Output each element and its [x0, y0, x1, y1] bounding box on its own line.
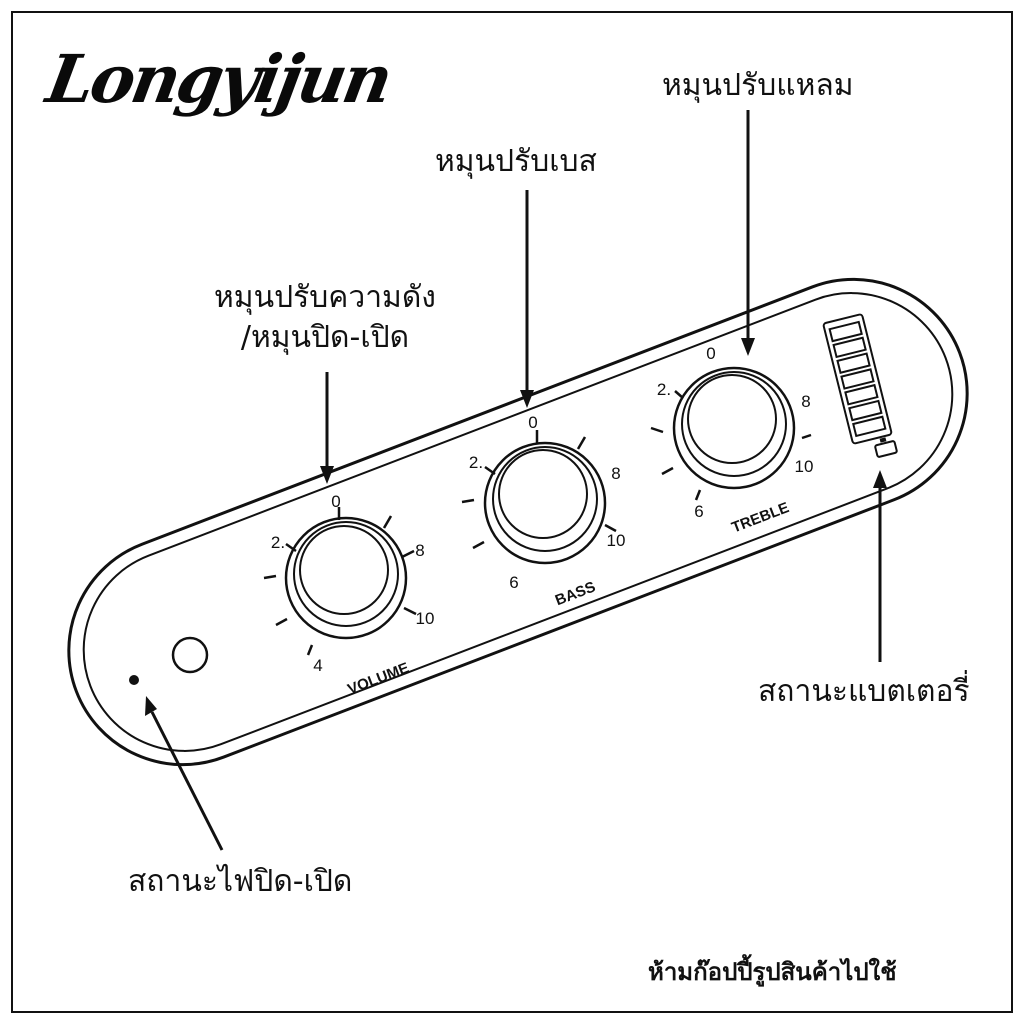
volume-tick-label-2: 2. [271, 533, 285, 552]
battery-segment [840, 368, 875, 390]
volume-tick [263, 574, 277, 580]
power-callout: สถานะไฟปิด-เปิด [128, 864, 353, 899]
battery-callout: สถานะแบตเตอรี่ [758, 674, 970, 709]
volume-knob-cap [299, 525, 389, 615]
bass-tick [472, 540, 485, 550]
treble-tick-marks [650, 390, 812, 501]
panel-inner-outline [82, 292, 954, 752]
treble-tick [694, 489, 702, 501]
treble-tick-label-2: 2. [657, 380, 671, 399]
volume-tick [382, 515, 393, 529]
treble-tick-label-8: 8 [801, 392, 810, 411]
battery-icon [874, 437, 898, 458]
image-frame [11, 11, 1013, 1013]
callout-arrows [145, 110, 887, 851]
battery-segment [852, 415, 887, 438]
volume-tick [275, 617, 288, 627]
treble-tick [801, 433, 812, 440]
treble-tick [650, 426, 664, 434]
volume-tick-label-8: 8 [415, 541, 424, 560]
bass-tick [484, 465, 496, 476]
treble-knob[interactable] [672, 366, 796, 490]
bass-tick [576, 436, 587, 450]
volume-callout-line2: /หมุนปิด-เปิด [240, 320, 410, 355]
panel-outer-outline [67, 277, 969, 767]
volume-tick [401, 549, 415, 559]
treble-tick [661, 466, 674, 476]
copyright-notice: ห้ามก๊อปปี้รูปสินค้าไปใช้ [648, 958, 897, 986]
power-led-dot [129, 675, 139, 685]
power-arrow-head [145, 696, 157, 716]
treble-tick-label-10: 10 [795, 457, 814, 476]
treble-knob-cap [687, 374, 777, 464]
bass-tick-label-10: 10 [607, 531, 626, 550]
battery-segment [836, 352, 871, 374]
battery-segment [848, 399, 883, 422]
bass-callout: หมุนปรับเบส [435, 144, 597, 179]
bass-tick-label-0: 0 [528, 413, 537, 432]
volume-callout-line1: หมุนปรับความดัง [214, 280, 436, 315]
bass-tick-marks [461, 430, 617, 550]
speaker-panel [67, 277, 969, 767]
treble-tick-label-6: 6 [694, 502, 703, 521]
volume-tick-label-0: 0 [331, 492, 340, 511]
volume-callout: หมุนปรับความดัง /หมุนปิด-เปิด [175, 278, 475, 358]
treble-knob-label: TREBLE [729, 499, 791, 536]
volume-arrow-head [320, 466, 334, 484]
treble-callout: หมุนปรับแหลม [662, 68, 854, 103]
battery-icon-body [874, 440, 898, 458]
bass-knob-cap [498, 449, 588, 539]
bass-tick [461, 498, 475, 504]
battery-arrow-head [873, 470, 887, 488]
bass-arrow-head [520, 390, 534, 408]
bass-tick-label-8: 8 [611, 464, 620, 483]
battery-segments [828, 320, 887, 438]
treble-tick [674, 390, 684, 399]
treble-tick-label-0: 0 [706, 344, 715, 363]
bass-knob-label: BASS [553, 578, 598, 609]
volume-tick-label-4: 4 [313, 656, 322, 675]
volume-tick [403, 606, 417, 616]
bass-tick-label-6: 6 [509, 573, 518, 592]
bass-tick-label-2: 2. [469, 453, 483, 472]
volume-knob-label: VOLUME [345, 659, 411, 698]
volume-tick-label-10: 10 [416, 609, 435, 628]
battery-indicator [822, 313, 893, 445]
power-arrow [150, 711, 224, 851]
battery-segment [844, 383, 879, 406]
volume-tick [306, 644, 314, 656]
volume-knob[interactable] [284, 516, 408, 640]
battery-segment [828, 320, 863, 343]
battery-segment [832, 336, 867, 359]
bass-knob[interactable] [483, 441, 607, 565]
power-button[interactable] [171, 636, 209, 674]
battery-indicator-frame [822, 313, 893, 445]
volume-tick-marks [263, 507, 417, 656]
brand-logo: Longyijun [41, 40, 396, 118]
volume-tick [285, 542, 297, 553]
battery-icon-terminal [879, 437, 887, 443]
bass-tick [604, 523, 617, 533]
treble-arrow-head [741, 338, 755, 356]
